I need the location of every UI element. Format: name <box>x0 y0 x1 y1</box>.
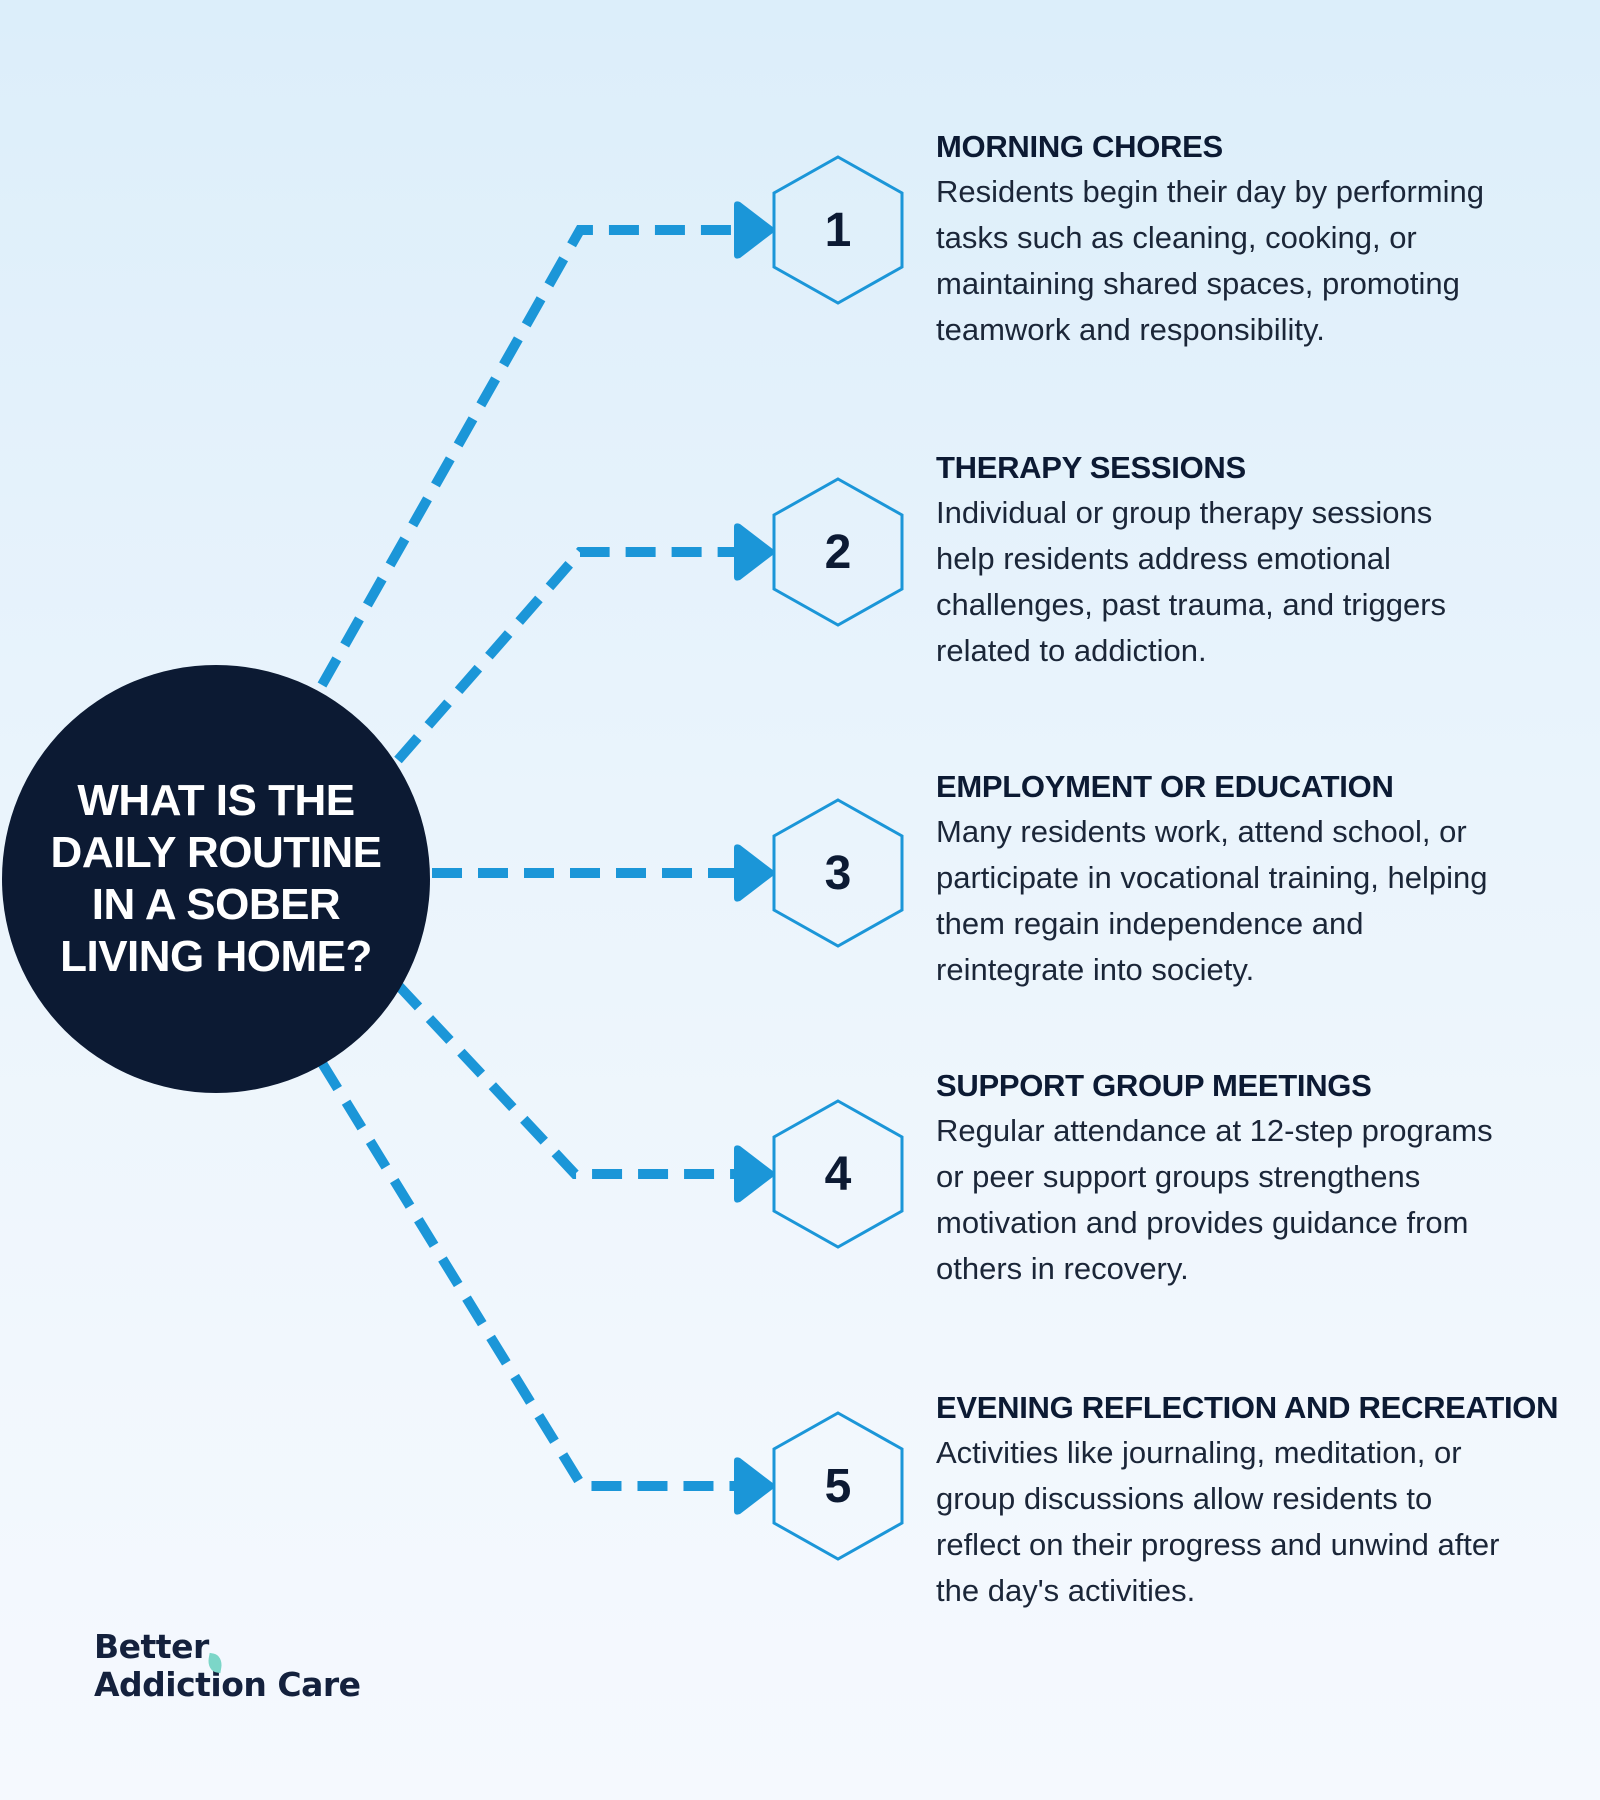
step-1-title: MORNING CHORES <box>936 129 1223 164</box>
step-4-block: SUPPORT GROUP MEETINGS Regular attendanc… <box>936 1064 1576 1292</box>
arrowhead-2 <box>734 523 775 581</box>
step-4-title: SUPPORT GROUP MEETINGS <box>936 1068 1372 1103</box>
step-5-description: Activities like journaling, meditation, … <box>936 1435 1500 1608</box>
logo-line-1: Better <box>94 1627 209 1666</box>
step-1-number: 1 <box>824 203 852 257</box>
step-2-number: 2 <box>824 525 852 579</box>
logo-line-2: Addiction Care <box>94 1665 361 1704</box>
step-4-description: Regular attendance at 12-step programs o… <box>936 1113 1493 1286</box>
hexagon-shape <box>772 1411 904 1561</box>
arrowhead-4 <box>734 1145 775 1203</box>
step-2-hexagon: 2 <box>770 477 906 627</box>
hexagon-shape <box>772 155 904 305</box>
step-5-hexagon: 5 <box>770 1411 906 1561</box>
step-5-block: EVENING REFLECTION AND RECREATION Activi… <box>936 1386 1576 1614</box>
step-3-description: Many residents work, attend school, or p… <box>936 814 1488 987</box>
connector-1 <box>317 225 738 688</box>
step-4-number: 4 <box>824 1147 852 1201</box>
center-title: WHAT IS THE DAILY ROUTINE IN A SOBER LIV… <box>50 776 382 981</box>
connector-4 <box>394 981 738 1179</box>
step-1-block: MORNING CHORES Residents begin their day… <box>936 125 1576 353</box>
step-5-number: 5 <box>824 1459 852 1513</box>
connector-5 <box>317 1060 738 1491</box>
step-4-hexagon: 4 <box>770 1099 906 1249</box>
step-1-hexagon: 1 <box>770 155 906 305</box>
step-2-title: THERAPY SESSIONS <box>936 450 1246 485</box>
step-3-block: EMPLOYMENT OR EDUCATION Many residents w… <box>936 765 1576 993</box>
arrowhead-5 <box>734 1457 775 1515</box>
hexagon-shape <box>772 477 904 627</box>
step-5-title: EVENING REFLECTION AND RECREATION <box>936 1390 1559 1425</box>
step-3-hexagon: 3 <box>770 798 906 948</box>
step-2-block: THERAPY SESSIONS Individual or group the… <box>936 446 1576 674</box>
step-1-description: Residents begin their day by performing … <box>936 174 1484 347</box>
step-3-number: 3 <box>824 846 852 900</box>
hexagon-shape <box>772 1099 904 1249</box>
step-3-title: EMPLOYMENT OR EDUCATION <box>936 769 1394 804</box>
brand-logo: Better Addiction Care <box>94 1628 361 1704</box>
step-2-description: Individual or group therapy sessions hel… <box>936 495 1447 668</box>
arrowhead-3 <box>734 844 775 902</box>
hexagon-shape <box>772 798 904 948</box>
arrowhead-1 <box>734 201 775 259</box>
connector-2 <box>394 547 738 764</box>
center-circle: WHAT IS THE DAILY ROUTINE IN A SOBER LIV… <box>2 665 430 1093</box>
